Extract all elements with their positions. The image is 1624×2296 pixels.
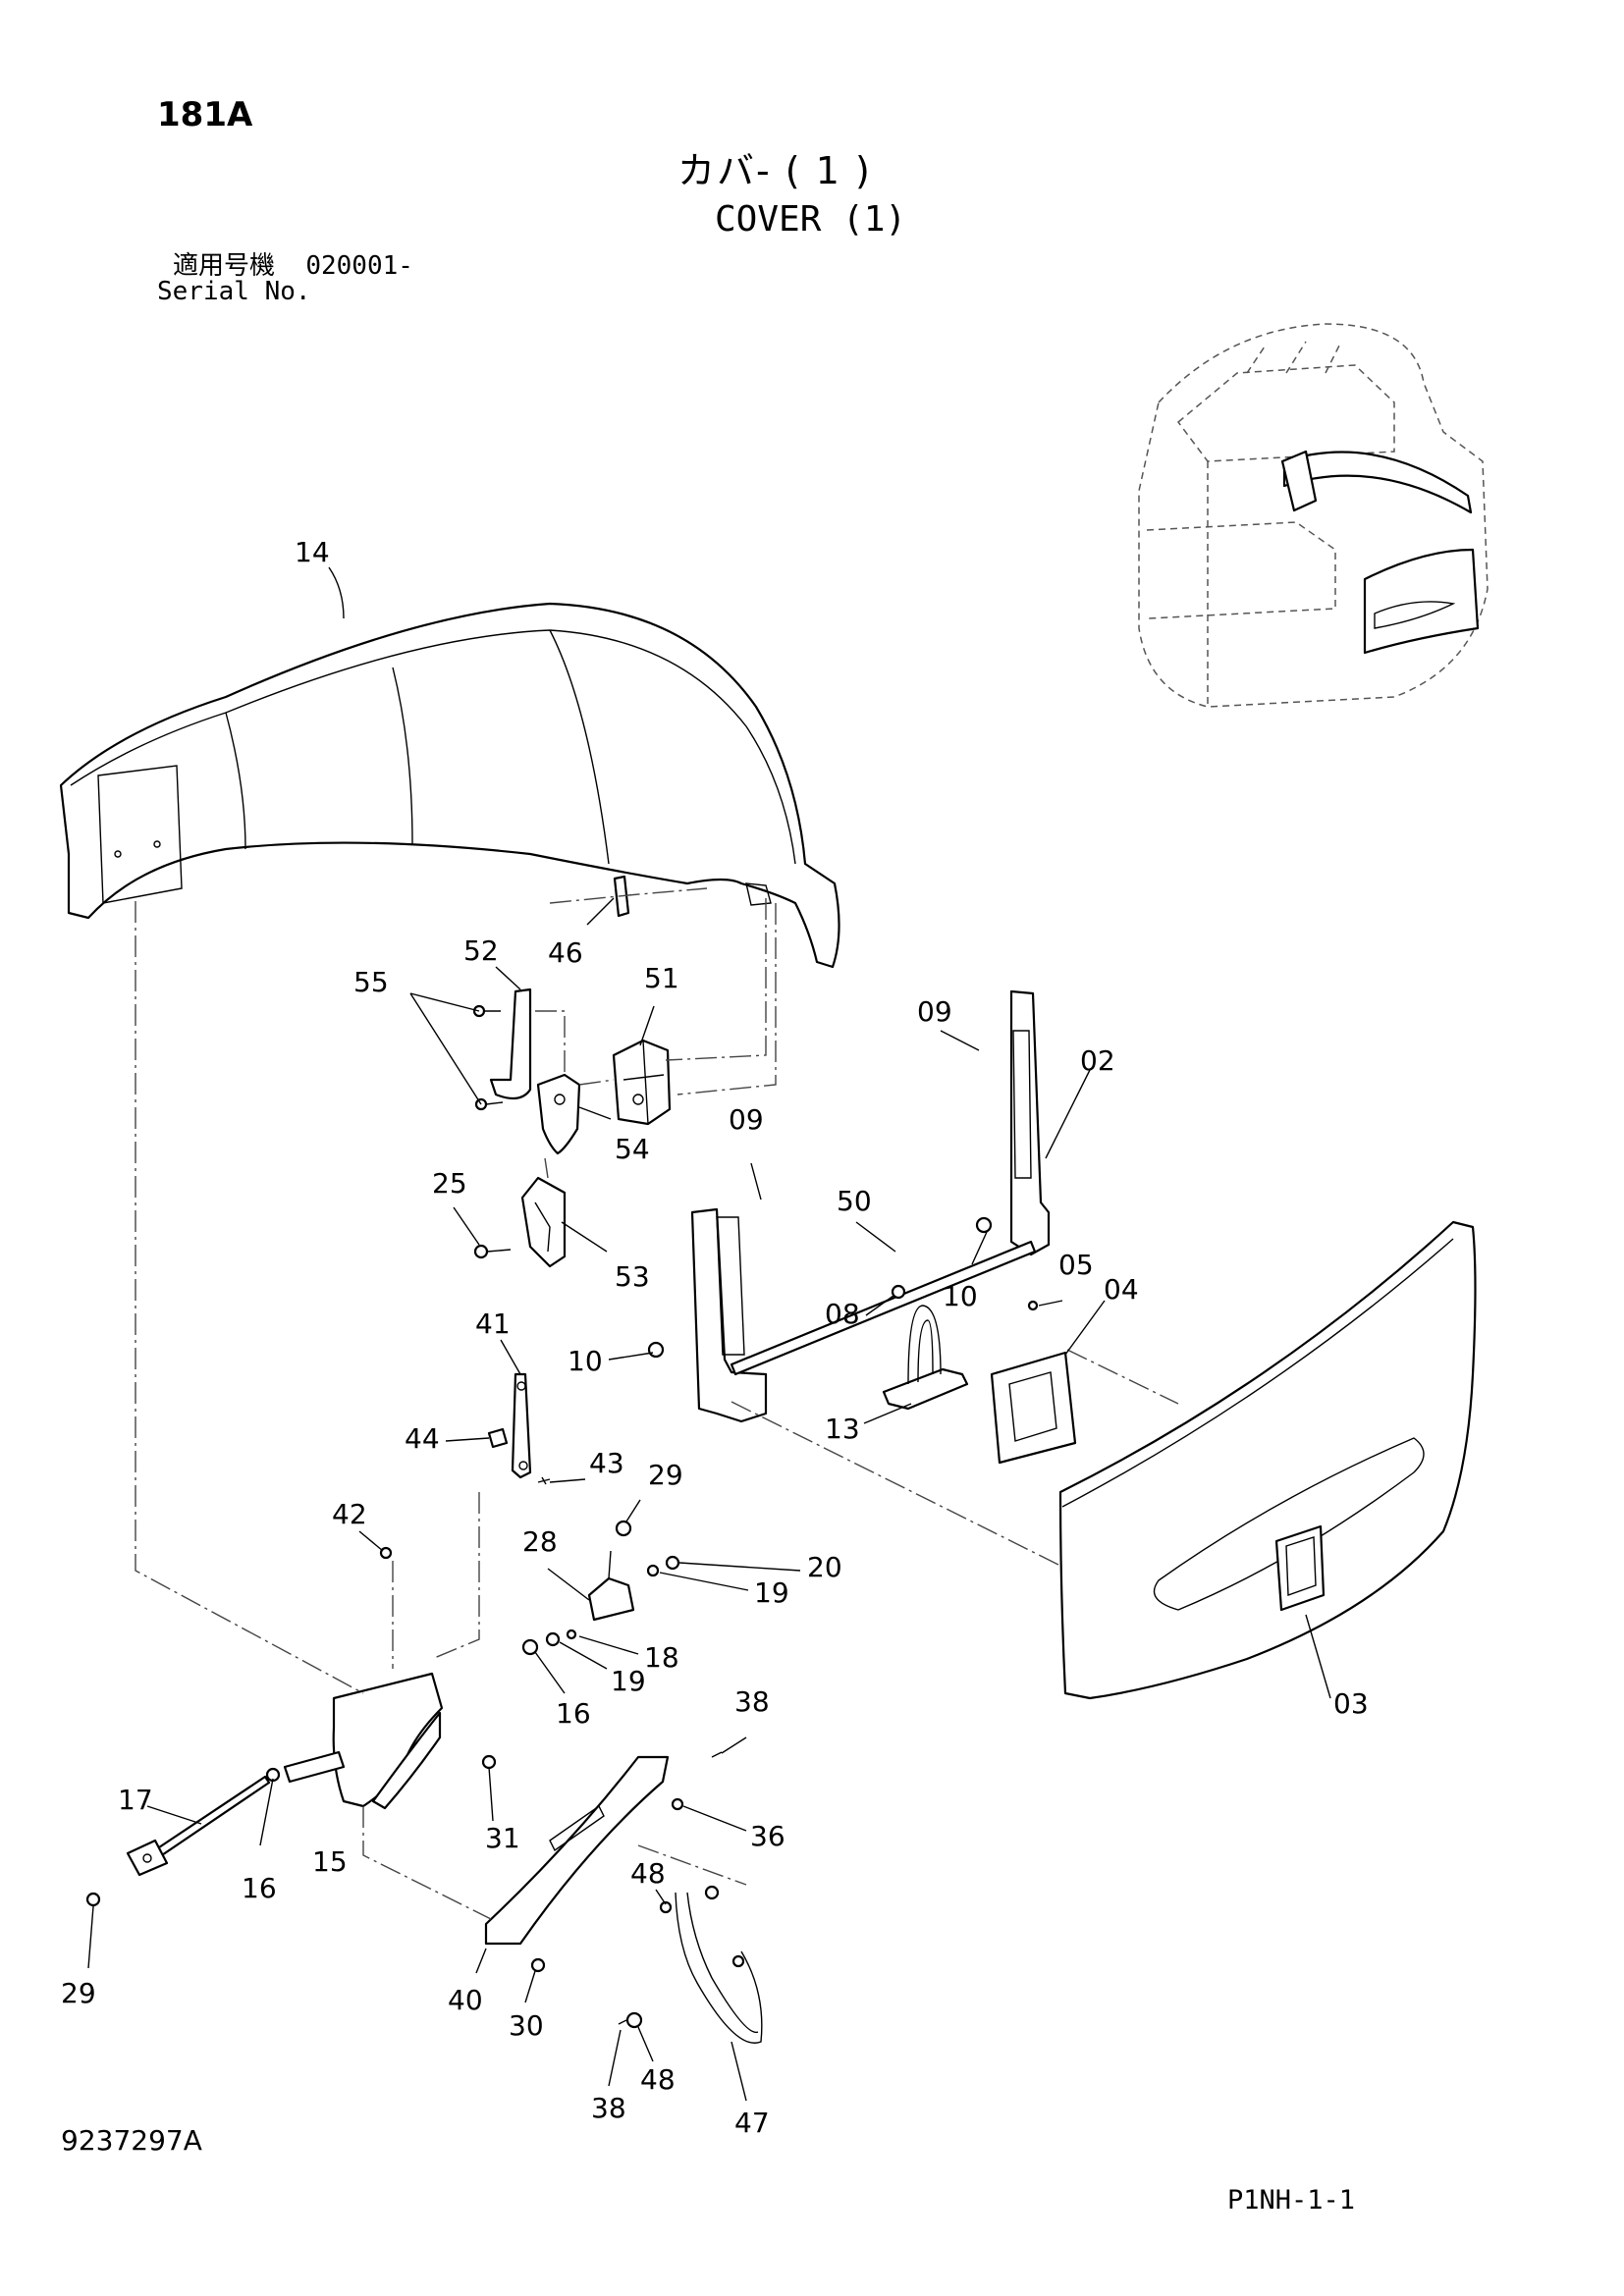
callout-51: 51 xyxy=(644,962,679,994)
callout-10-right: 10 xyxy=(943,1280,978,1312)
page-reference: P1NH-1-1 xyxy=(1227,2185,1356,2216)
callout-50: 50 xyxy=(837,1185,872,1217)
callout-46: 46 xyxy=(548,936,583,969)
callout-08: 08 xyxy=(825,1298,860,1330)
part-cable-47 xyxy=(618,1885,763,2044)
serial-label-english: Serial No. xyxy=(157,277,311,306)
callout-29-upper: 29 xyxy=(648,1459,683,1491)
title-japanese: カバ- ( 1 ) xyxy=(677,149,872,192)
part-cover-14 xyxy=(59,602,840,969)
machine-overview-inset xyxy=(1138,323,1489,708)
callout-18: 18 xyxy=(644,1641,679,1674)
callout-25: 25 xyxy=(432,1167,467,1200)
callout-10-left: 10 xyxy=(568,1345,603,1377)
callout-48-lower: 48 xyxy=(640,2063,676,2096)
title-english: COVER (1) xyxy=(715,199,907,240)
callout-labels: 14 46 52 55 51 54 25 53 09 02 09 50 10 0… xyxy=(61,536,1369,2139)
part-striker-54 xyxy=(536,1073,581,1155)
inset-cover-14 xyxy=(1282,451,1473,514)
callout-16-upper: 16 xyxy=(556,1697,591,1730)
part-bracket-53 xyxy=(520,1176,567,1268)
callout-43: 43 xyxy=(589,1447,624,1479)
part-rod-17 xyxy=(85,1775,271,1907)
callout-20: 20 xyxy=(807,1551,842,1583)
callout-16-lower: 16 xyxy=(242,1872,277,1904)
serial-line-japanese: 適用号機 020001- xyxy=(173,253,413,279)
callout-04: 04 xyxy=(1104,1273,1139,1306)
part-bracket-13 xyxy=(882,1284,969,1411)
callout-42: 42 xyxy=(332,1498,367,1530)
callout-38-lower: 38 xyxy=(591,2092,626,2124)
callout-leaders xyxy=(87,566,1331,2102)
page-code: 181A xyxy=(157,95,253,134)
callout-55: 55 xyxy=(353,966,389,998)
callout-52: 52 xyxy=(463,934,499,967)
callout-19-left: 19 xyxy=(611,1665,646,1697)
callout-44: 44 xyxy=(405,1422,440,1455)
part-bracket-28 xyxy=(521,1520,680,1656)
part-bracket-40 xyxy=(484,1751,723,1973)
part-cover-03 xyxy=(1058,1220,1477,1700)
part-latch-51 xyxy=(612,1039,672,1126)
callout-09-upper: 09 xyxy=(917,995,952,1028)
callout-47: 47 xyxy=(734,2107,770,2139)
serial-label-japanese: 適用号機 xyxy=(173,251,276,281)
part-gasket-04 xyxy=(990,1300,1077,1465)
part-rod-50 xyxy=(730,1240,1037,1376)
callout-38-upper: 38 xyxy=(734,1685,770,1718)
callout-14: 14 xyxy=(295,536,330,568)
callout-13: 13 xyxy=(825,1413,860,1445)
callout-36: 36 xyxy=(750,1820,785,1852)
part-bracket-41 xyxy=(379,1372,551,1560)
callout-30: 30 xyxy=(509,2009,544,2042)
part-support-15 xyxy=(265,1672,497,1810)
callout-02: 02 xyxy=(1080,1044,1115,1077)
assembly-lines xyxy=(135,887,1179,1920)
callout-03: 03 xyxy=(1333,1687,1369,1720)
callout-28: 28 xyxy=(522,1525,558,1558)
serial-value: 020001- xyxy=(305,251,413,281)
bolts-55-25 xyxy=(472,1004,512,1259)
part-latch-bracket-52 xyxy=(489,988,532,1100)
callout-31: 31 xyxy=(485,1822,520,1854)
part-frame-02 xyxy=(647,989,1051,1423)
callout-09-lower: 09 xyxy=(729,1103,764,1136)
callout-17: 17 xyxy=(118,1784,153,1816)
callout-15: 15 xyxy=(312,1845,348,1878)
callout-41: 41 xyxy=(475,1308,511,1340)
callout-05: 05 xyxy=(1058,1249,1094,1281)
callout-29-lower: 29 xyxy=(61,1977,96,2009)
callout-53: 53 xyxy=(615,1260,650,1293)
callout-54: 54 xyxy=(615,1133,650,1165)
inset-cover-03 xyxy=(1363,548,1480,655)
callout-40: 40 xyxy=(448,1984,483,2016)
callout-48-upper: 48 xyxy=(630,1857,666,1890)
document-number: 9237297A xyxy=(61,2124,202,2157)
callout-19-right: 19 xyxy=(754,1576,789,1609)
